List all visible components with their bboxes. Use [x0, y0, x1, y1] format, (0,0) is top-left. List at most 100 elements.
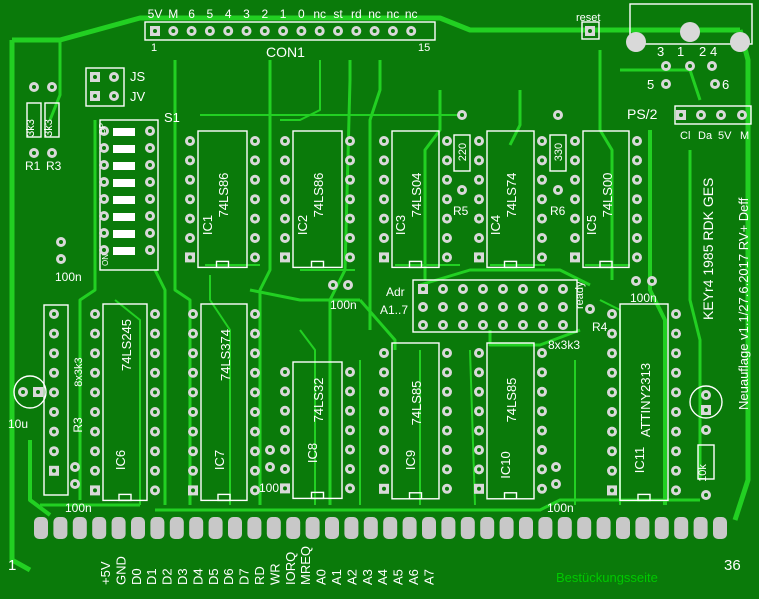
- pad-hole: [573, 158, 577, 163]
- pad-hole: [102, 231, 106, 235]
- pad-hole: [52, 370, 56, 375]
- pad-hole: [226, 29, 231, 33]
- pad-hole: [32, 151, 36, 155]
- pad-hole: [704, 408, 708, 412]
- con1-pin-label: M: [168, 7, 178, 21]
- pad-hole: [674, 351, 678, 356]
- edge-finger: [72, 517, 87, 539]
- edge-pin-label: D6: [221, 568, 236, 585]
- pad-hole: [93, 410, 97, 414]
- pad-hole: [348, 389, 352, 394]
- r6-name: R6: [550, 204, 566, 218]
- pad-hole: [477, 389, 481, 394]
- pad-hole: [93, 468, 97, 473]
- pad-hole: [112, 75, 116, 79]
- pad-hole: [445, 139, 449, 143]
- con1-pin-label: 2: [261, 7, 268, 21]
- edge-finger: [480, 517, 495, 539]
- con1-pin-label: 5: [207, 7, 214, 21]
- r5-name: R5: [453, 204, 469, 218]
- edge-finger: [34, 517, 48, 539]
- ready-label: ready: [574, 281, 586, 309]
- pad-hole: [445, 486, 449, 491]
- pad-hole: [445, 236, 449, 240]
- pad-hole: [481, 305, 485, 309]
- con1-last-pin: 15: [418, 42, 430, 54]
- copper-trace: [598, 50, 614, 280]
- pad-hole: [253, 468, 257, 473]
- pad-hole: [713, 82, 717, 86]
- adr-label: Adr: [386, 285, 405, 299]
- rnet-outline: [43, 304, 69, 496]
- pad-hole: [188, 158, 192, 163]
- pad-hole: [461, 287, 465, 291]
- ic-notch: [217, 493, 231, 502]
- edge-finger: [596, 517, 611, 539]
- edge-pin-label: A4: [375, 569, 390, 585]
- dip-switch-lever: [113, 128, 135, 136]
- pad-hole: [331, 283, 335, 287]
- edge-pin-label: D7: [237, 568, 252, 585]
- edge-finger: [383, 517, 398, 539]
- pad-hole: [207, 29, 212, 33]
- pad-hole: [635, 177, 639, 182]
- pad-hole: [501, 287, 505, 291]
- dip-switch-lever: [113, 213, 135, 221]
- copper-trace: [12, 15, 740, 43]
- pad-hole: [610, 370, 614, 375]
- pad-hole: [283, 389, 287, 394]
- pad-hole: [561, 287, 565, 291]
- electrolytic-cap: [13, 375, 47, 409]
- pad-hole: [382, 370, 386, 375]
- pad-hole: [348, 158, 352, 163]
- pad-hole: [268, 448, 272, 452]
- resistor-body: [26, 102, 42, 138]
- ic-part-label: ATTINY2313: [638, 363, 653, 437]
- r1-value: 3k3: [25, 119, 37, 137]
- ic-notch: [310, 260, 325, 269]
- pad-hole: [253, 216, 257, 221]
- pad-hole: [382, 197, 386, 202]
- pad-hole: [382, 448, 386, 452]
- pad-hole: [153, 312, 157, 316]
- pad-hole: [36, 390, 40, 394]
- pad-hole: [148, 180, 152, 184]
- pad-hole: [348, 197, 352, 202]
- bottom-side-label: Bestückungsseite: [556, 570, 658, 585]
- pad-hole: [262, 29, 267, 33]
- pad-hole: [573, 236, 577, 240]
- edge-pin-label: D1: [144, 568, 159, 585]
- rnet-r4-value: 8x3k3: [548, 338, 580, 352]
- pad-hole: [390, 29, 395, 33]
- edge-pin-label: A0: [314, 569, 329, 585]
- edge-finger: [460, 517, 475, 539]
- pad-hole: [153, 370, 157, 375]
- pad-hole: [477, 486, 481, 491]
- edge-finger: [150, 517, 165, 539]
- pad-hole: [348, 370, 352, 374]
- pad-hole: [382, 236, 386, 240]
- ic-id-label: IC11: [632, 447, 647, 474]
- pad-hole: [102, 248, 106, 252]
- pad-hole: [445, 409, 449, 414]
- edge-finger: [557, 517, 572, 539]
- din-pin-5: 5: [647, 77, 654, 92]
- pad-hole: [102, 197, 106, 201]
- edge-pin-label: MREQ: [298, 546, 313, 585]
- edge-pin-label: D3: [175, 568, 190, 585]
- pad-hole: [191, 468, 195, 473]
- pad-hole: [148, 197, 152, 201]
- pad-hole: [610, 449, 614, 454]
- pad-hole: [441, 305, 445, 309]
- pad-hole: [73, 482, 77, 486]
- jumper-outline: [85, 67, 125, 107]
- pad-hole: [541, 305, 545, 309]
- pad-hole: [445, 158, 449, 163]
- con1-pin-label: 5V: [148, 7, 163, 21]
- copper-trace: [9, 40, 32, 573]
- pad-hole: [688, 64, 692, 68]
- pad-hole: [21, 390, 25, 394]
- pad-hole: [153, 29, 157, 33]
